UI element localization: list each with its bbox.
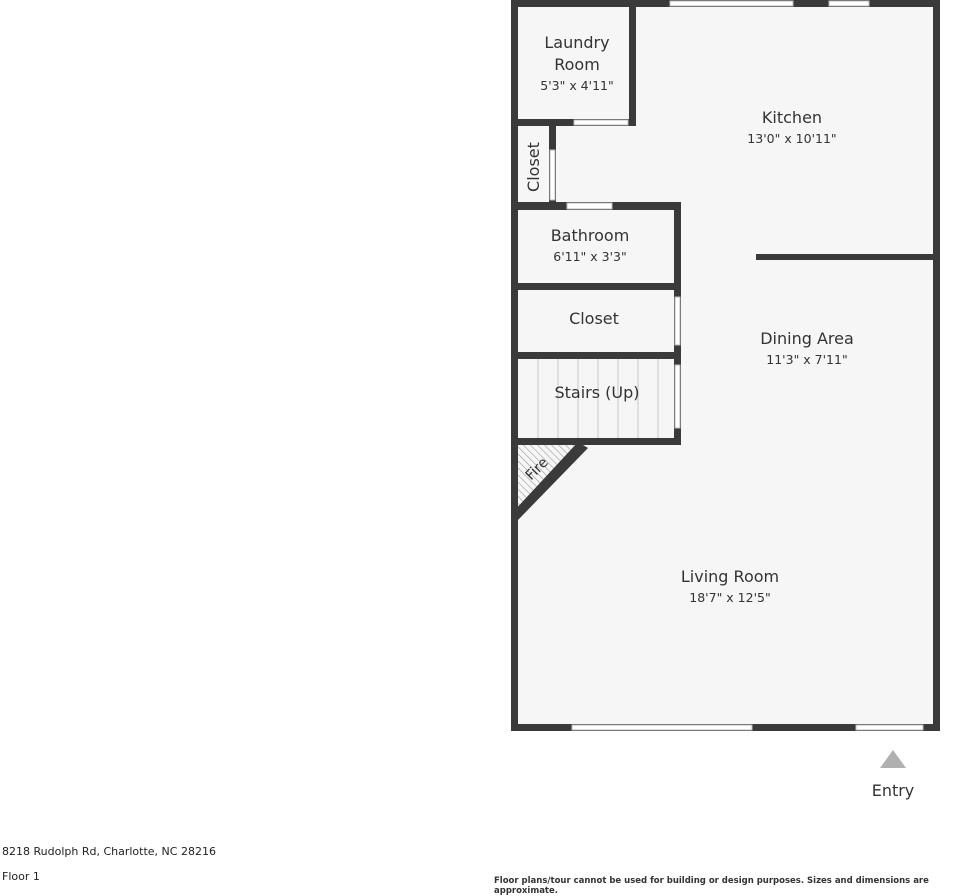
kitchen-name: Kitchen (762, 108, 822, 127)
laundry-name-1: Laundry (544, 33, 609, 52)
laundry-door (573, 119, 629, 126)
window-top (669, 0, 794, 7)
front-door (855, 724, 924, 731)
closet2-door (674, 296, 681, 346)
window-bottom (571, 724, 753, 731)
kitchen-dims: 13'0" x 10'11" (747, 131, 836, 146)
bathroom-door (566, 202, 613, 210)
laundry-dims: 5'3" x 4'11" (540, 78, 613, 93)
entry-arrow-icon (880, 750, 906, 768)
closet2-name: Closet (569, 309, 619, 328)
floor-area (511, 0, 940, 731)
bathroom-dims: 6'11" x 3'3" (553, 249, 626, 264)
dining-dims: 11'3" x 7'11" (766, 352, 847, 367)
address: 8218 Rudolph Rd, Charlotte, NC 28216 (2, 845, 216, 858)
dining-name: Dining Area (760, 329, 854, 348)
closet-door (549, 149, 556, 201)
stair-treads (537, 359, 659, 438)
bathroom-name: Bathroom (551, 226, 630, 245)
disclaimer: Floor plans/tour cannot be used for buil… (494, 876, 929, 896)
stairs-name: Stairs (Up) (554, 383, 639, 402)
floor-label: Floor 1 (2, 870, 40, 883)
living-name: Living Room (681, 567, 779, 586)
stairs-opening (674, 364, 681, 429)
laundry-name-2: Room (554, 55, 600, 74)
living-dims: 18'7" x 12'5" (689, 590, 770, 605)
closet1-name: Closet (524, 142, 543, 192)
entry-label: Entry (872, 781, 915, 800)
openings (549, 0, 924, 731)
window-top-small (828, 0, 870, 7)
